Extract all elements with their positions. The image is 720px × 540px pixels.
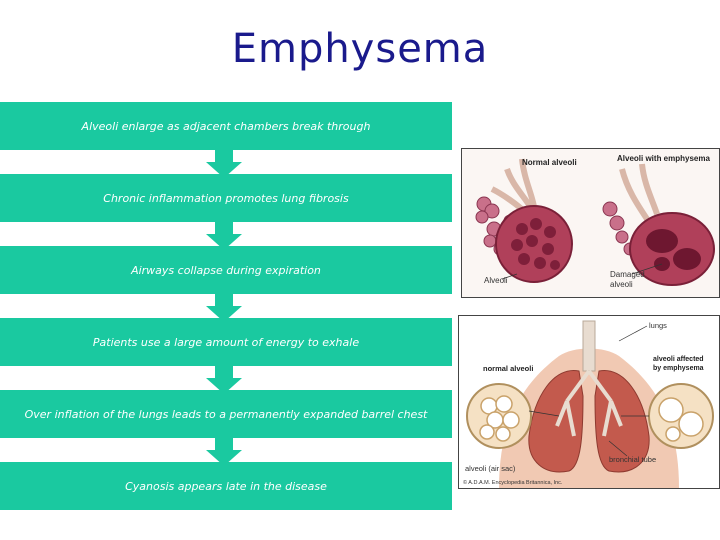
label-normal-alveoli: Normal alveoli	[522, 158, 577, 167]
label-normal-alveoli: normal alveoli	[483, 364, 533, 373]
lungs-image: lungs normal alveoli alveoli affected by…	[458, 315, 720, 489]
flow-step: Over inflation of the lungs leads to a p…	[0, 390, 452, 438]
alveoli-illustration: Normal alveoli Alveoli with emphysema Al…	[462, 149, 719, 297]
label-damaged: Damaged	[610, 270, 645, 279]
flow-step: Cyanosis appears late in the disease	[0, 462, 452, 510]
down-arrow-icon	[206, 438, 242, 466]
flow-step: Airways collapse during expiration	[0, 246, 452, 294]
flow-step: Chronic inflammation promotes lung fibro…	[0, 174, 452, 222]
down-arrow-icon	[206, 366, 242, 394]
label-alveoli-affected: alveoli affected	[653, 356, 704, 363]
label-alveoli: Alveoli	[484, 276, 508, 285]
down-arrow-icon	[206, 294, 242, 322]
label-alveoli-with-emphysema: Alveoli with emphysema	[617, 154, 710, 163]
copyright-text: © A.D.A.M. Encyclopedia Britannica, Inc.	[463, 479, 563, 486]
page-title: Emphysema	[231, 26, 489, 72]
label-lungs: lungs	[649, 321, 667, 330]
label-damaged-alveoli: alveoli	[610, 280, 633, 289]
lungs-illustration: lungs normal alveoli alveoli affected by…	[459, 316, 719, 488]
down-arrow-icon	[206, 150, 242, 178]
down-arrow-icon	[206, 222, 242, 250]
label-air-sac: alveoli (air sac)	[465, 464, 516, 473]
flow-step: Alveoli enlarge as adjacent chambers bre…	[0, 102, 452, 150]
alveoli-comparison-image: Normal alveoli Alveoli with emphysema Al…	[461, 148, 720, 298]
label-by-emphysema: by emphysema	[653, 365, 704, 372]
flow-step: Patients use a large amount of energy to…	[0, 318, 452, 366]
label-bronchial-tube: bronchial tube	[609, 455, 656, 464]
